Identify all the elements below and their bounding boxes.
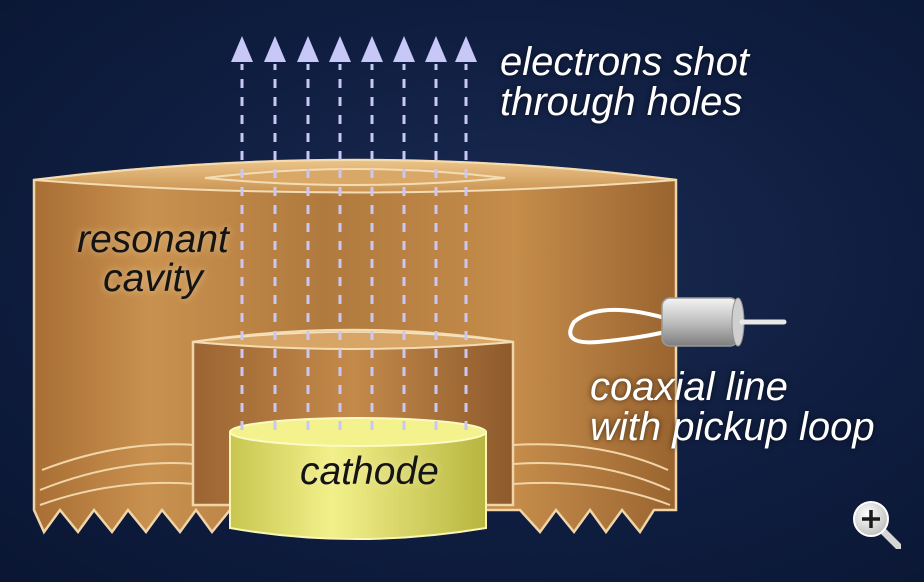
coaxial-label-line-2: with pickup loop [590, 405, 875, 449]
electrons-label-line-2: through holes [500, 80, 743, 124]
cathode-label: cathode [300, 450, 439, 493]
zoom-in-icon [853, 501, 903, 551]
coaxial-line-label: coaxial line with pickup loop [590, 367, 920, 447]
electrons-label-line-1: electrons shot [500, 40, 750, 84]
electron-beams [240, 64, 468, 430]
zoom-in-button[interactable] [851, 499, 903, 551]
electron-beam-arrowheads [231, 36, 477, 62]
electrons-label: electrons shot through holes [500, 42, 760, 122]
cavity-label-line-2: cavity [103, 257, 203, 300]
resonant-cavity-label: resonant cavity [58, 220, 248, 298]
coaxial-label-line-1: coaxial line [590, 365, 788, 409]
coaxial-line [568, 297, 787, 347]
cavity-label-line-1: resonant [77, 218, 229, 261]
cathode-cylinder [229, 417, 487, 540]
